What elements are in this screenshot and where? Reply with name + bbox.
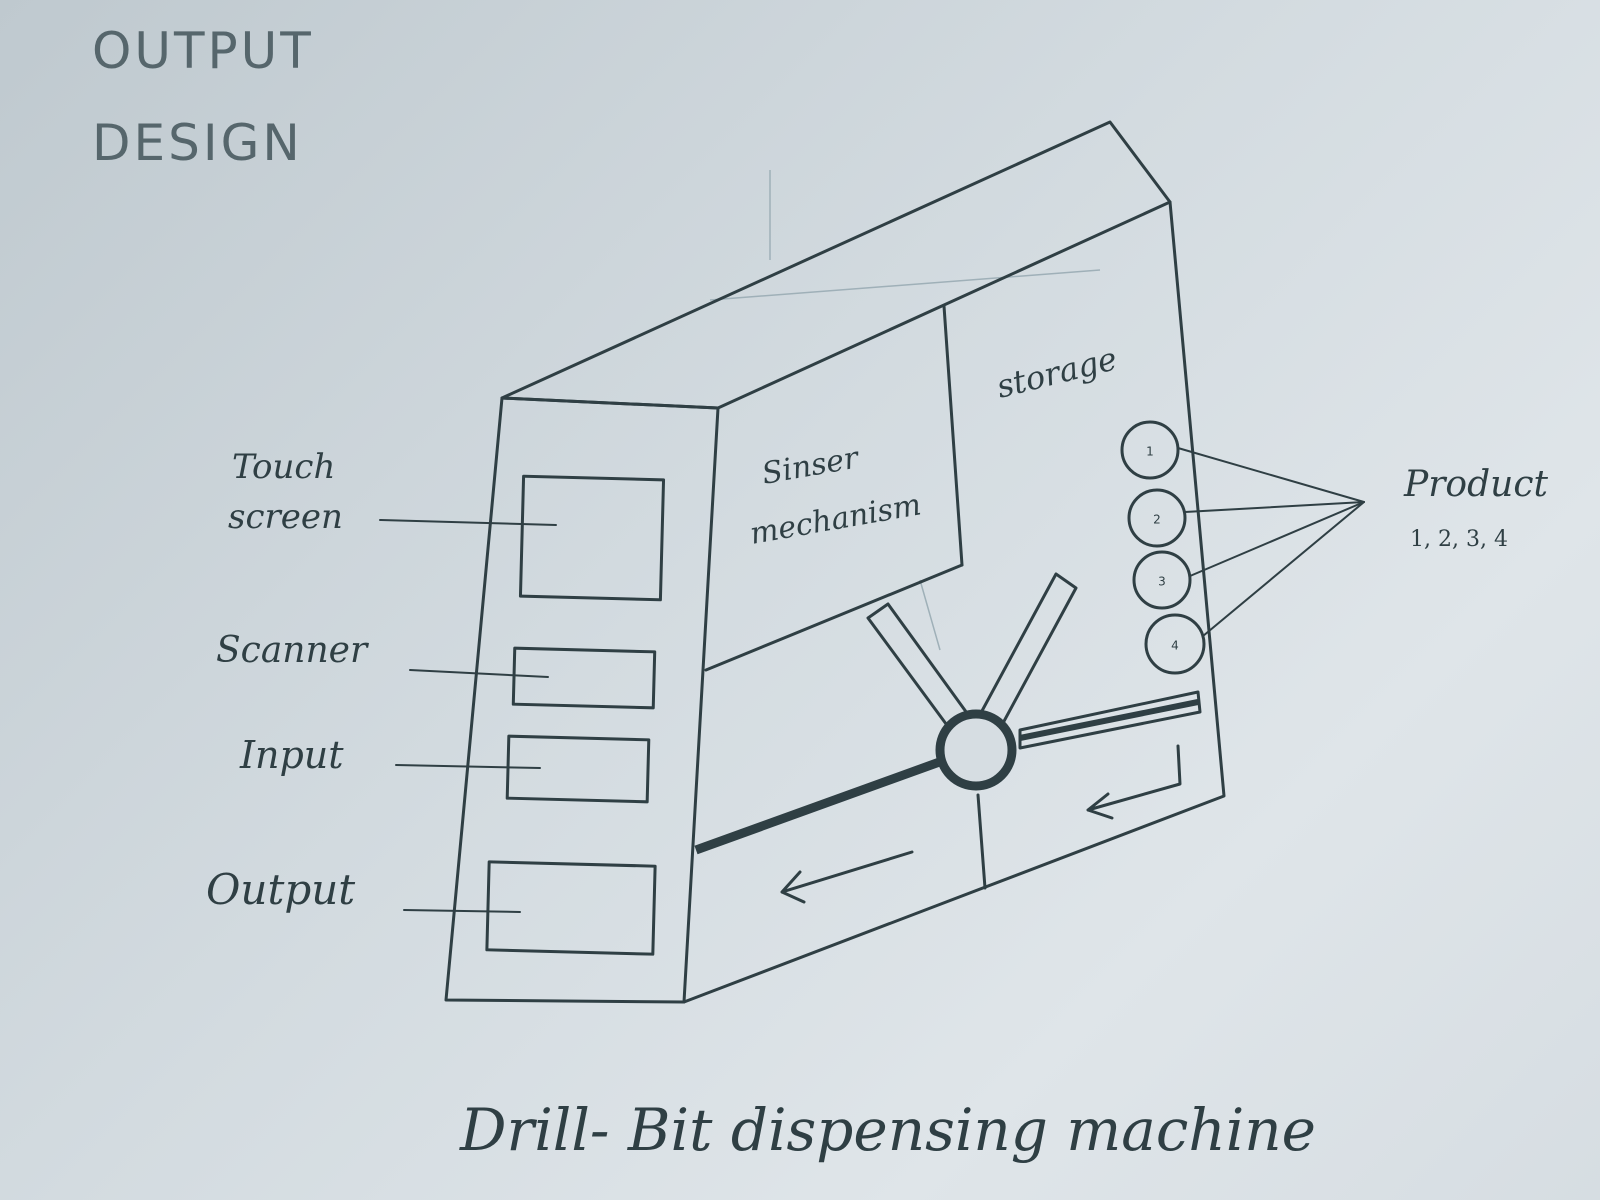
label-input: Input <box>239 733 344 777</box>
heading-line-2: DESIGN <box>92 114 303 172</box>
label-product: Product <box>1403 464 1548 505</box>
label-mechanism: mechanism <box>747 487 923 552</box>
product-3-number: 3 <box>1158 575 1166 589</box>
scanner-slot <box>511 646 657 710</box>
feed-rail <box>1018 690 1202 750</box>
arm-left <box>866 602 974 734</box>
product-leaders <box>1177 447 1365 637</box>
label-product-numbers: 1, 2, 3, 4 <box>1410 527 1508 552</box>
sensor-floor <box>704 563 964 672</box>
panel-leaders <box>379 519 557 913</box>
label-sensor: Sinser <box>759 440 862 492</box>
label-touch: Touch <box>232 447 335 487</box>
product-4-slot <box>1144 613 1206 675</box>
product-1-slot <box>1120 420 1180 480</box>
storage-divider <box>942 304 964 567</box>
dispensing-arm <box>866 572 1078 791</box>
heading-line-1: OUTPUT <box>92 22 314 80</box>
label-screen: screen <box>228 497 343 537</box>
side-face <box>682 200 1226 1004</box>
erased-marks <box>709 170 1101 651</box>
feed-rail-fill <box>1019 699 1199 741</box>
product-2-number: 2 <box>1153 513 1161 527</box>
product-2-slot <box>1127 488 1187 548</box>
flow-arrows <box>780 744 1182 904</box>
machine-body <box>444 120 1226 1004</box>
arrow-left-icon <box>780 850 914 904</box>
lower-divider <box>976 793 987 890</box>
input-slot <box>505 734 651 804</box>
caption: Drill- Bit dispensing machine <box>459 1096 1316 1164</box>
arm-right <box>974 572 1078 738</box>
arm-hub <box>935 709 1017 791</box>
output-tray <box>485 860 657 956</box>
panel-components <box>485 474 666 956</box>
product-3-slot <box>1132 550 1192 610</box>
label-scanner: Scanner <box>216 630 369 671</box>
product-1-number: 1 <box>1146 445 1154 459</box>
arrow-return-icon <box>1086 744 1182 820</box>
touch-screen <box>518 474 666 602</box>
label-output: Output <box>206 865 355 914</box>
output-rail <box>694 755 947 855</box>
label-storage: storage <box>993 339 1121 405</box>
product-stack: 1 2 3 4 <box>1120 420 1206 675</box>
product-4-number: 4 <box>1171 639 1179 653</box>
